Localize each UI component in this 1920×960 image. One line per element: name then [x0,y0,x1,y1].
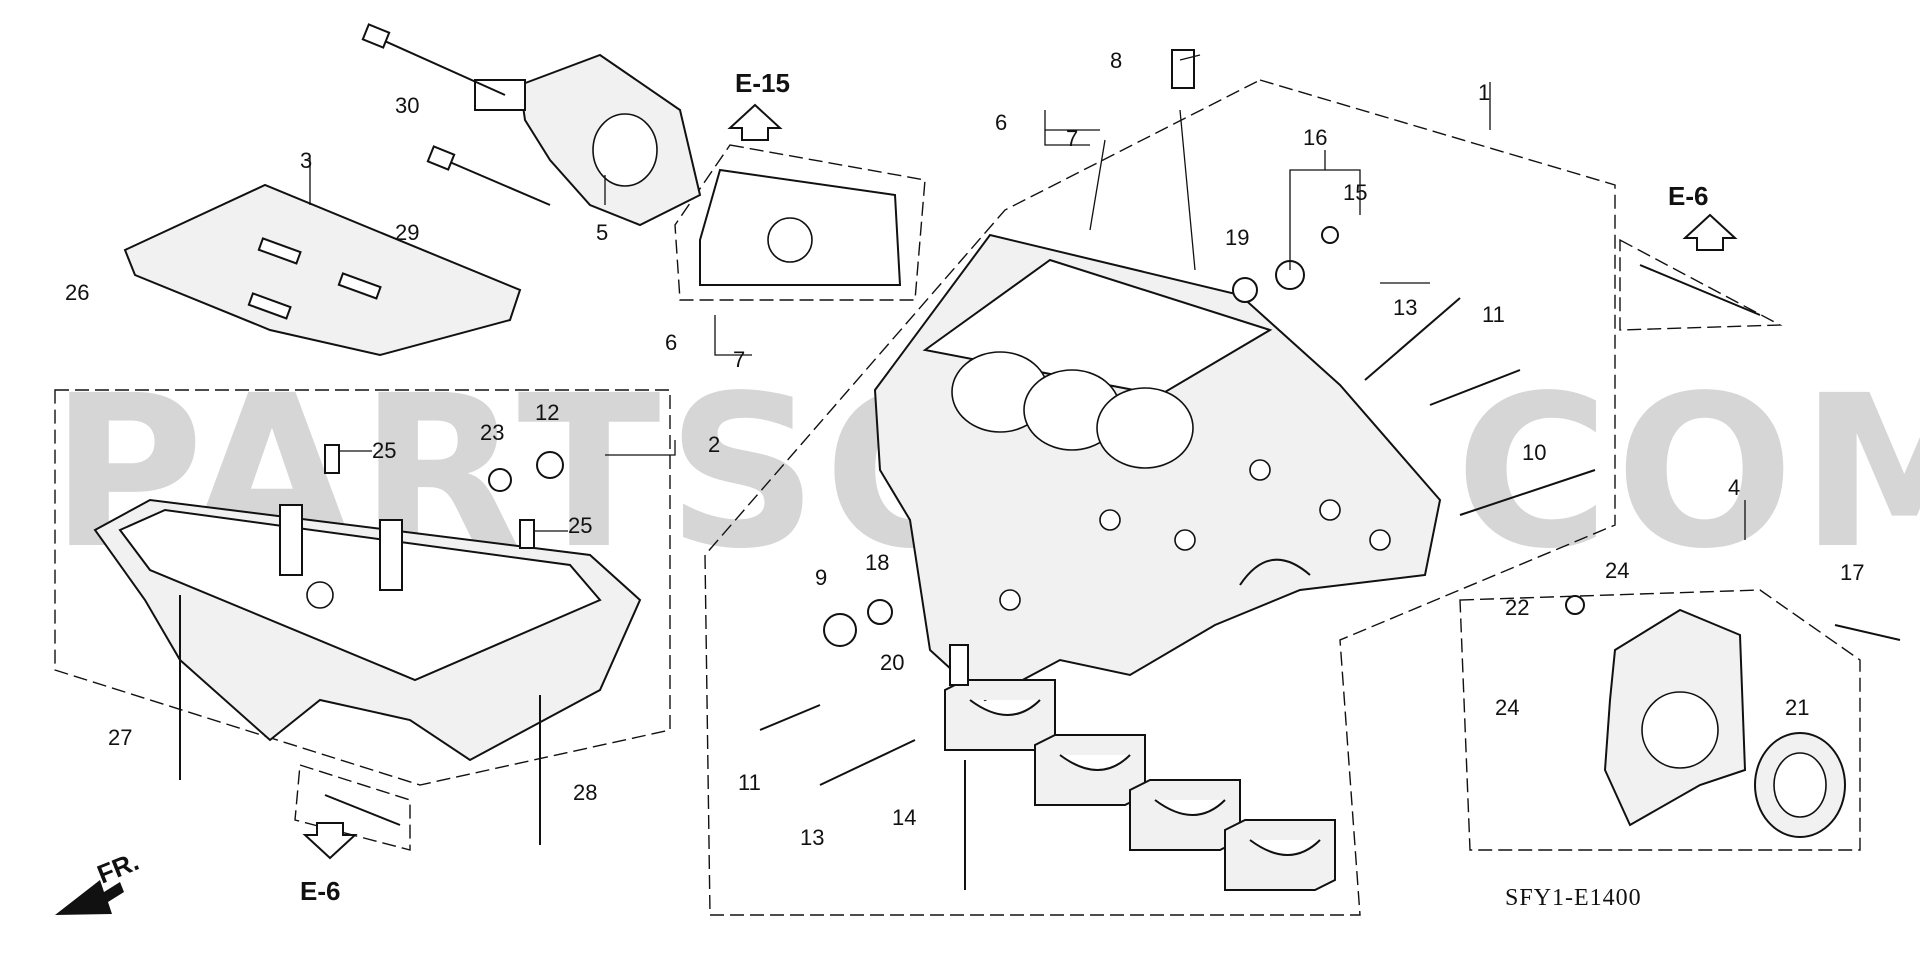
oil-pan [93,498,642,762]
callout-13-bottom[interactable]: 13 [800,825,824,850]
callout-17[interactable]: 17 [1840,560,1864,585]
callouts: 1 2 3 4 5 6 6 7 7 8 9 10 11 11 12 13 13 … [65,48,1864,850]
callout-23[interactable]: 23 [480,420,504,445]
callout-15[interactable]: 15 [1343,180,1367,205]
callout-14[interactable]: 14 [892,805,916,830]
baffle-plate [123,183,522,357]
callout-3[interactable]: 3 [300,148,312,173]
callout-28[interactable]: 28 [573,780,597,805]
engine-block-group-outline [704,79,1616,916]
callout-16[interactable]: 16 [1303,125,1327,150]
callout-25-bottom[interactable]: 25 [568,513,592,538]
callout-22[interactable]: 22 [1505,595,1529,620]
front-arrow-icon [55,880,124,915]
ref-e6-right[interactable]: E-6 [1668,181,1708,211]
diagram-code: SFY1-E1400 [1505,885,1642,911]
e6-bolt-ref-box [1619,238,1783,331]
callout-20[interactable]: 20 [880,650,904,675]
callout-11-bottom[interactable]: 11 [738,770,761,795]
callout-9[interactable]: 9 [815,565,827,590]
e6-right-arrow-icon [1682,213,1738,251]
callout-7-mid[interactable]: 7 [733,347,745,372]
e6-bottom-bolt-ref-box [294,764,411,851]
callout-30[interactable]: 30 [395,93,419,118]
callout-8[interactable]: 8 [1110,48,1122,73]
callout-4[interactable]: 4 [1728,475,1740,500]
callout-21[interactable]: 21 [1785,695,1809,720]
callout-6-top[interactable]: 6 [995,110,1007,135]
callout-10[interactable]: 10 [1522,440,1546,465]
leader-lines [309,54,1746,540]
callout-26[interactable]: 26 [65,280,89,305]
callout-29[interactable]: 29 [395,220,419,245]
ref-e15[interactable]: E-15 [735,68,790,98]
rear-cover-group-outline [1459,589,1861,851]
callout-27[interactable]: 27 [108,725,132,750]
callout-7-top[interactable]: 7 [1066,126,1078,151]
callout-2[interactable]: 2 [708,432,720,457]
rear-seal-housing [1603,608,1747,827]
callout-11-right[interactable]: 11 [1482,302,1505,327]
main-bearing-caps [944,679,1336,891]
callout-19[interactable]: 19 [1225,225,1249,250]
e15-arrow-icon [727,103,783,141]
callout-24-bottom[interactable]: 24 [1495,695,1519,720]
oil-seal [1754,732,1846,838]
water-pump-ref-box [674,144,926,301]
e6-bottom-arrow-icon [302,822,358,860]
bolts [179,23,1901,890]
mount-bracket [474,53,702,227]
callout-6-mid[interactable]: 6 [665,330,677,355]
callout-5[interactable]: 5 [596,220,608,245]
callout-13-right[interactable]: 13 [1393,295,1417,320]
ref-e6-bottom[interactable]: E-6 [300,876,340,906]
callout-24-top[interactable]: 24 [1605,558,1629,583]
water-pump-gasket [699,168,902,286]
callout-25-top[interactable]: 25 [372,438,396,463]
callout-18[interactable]: 18 [865,550,889,575]
callout-1[interactable]: 1 [1478,80,1490,105]
oil-pan-group-outline [54,389,671,786]
callout-12[interactable]: 12 [535,400,559,425]
cylinder-block [873,233,1442,702]
